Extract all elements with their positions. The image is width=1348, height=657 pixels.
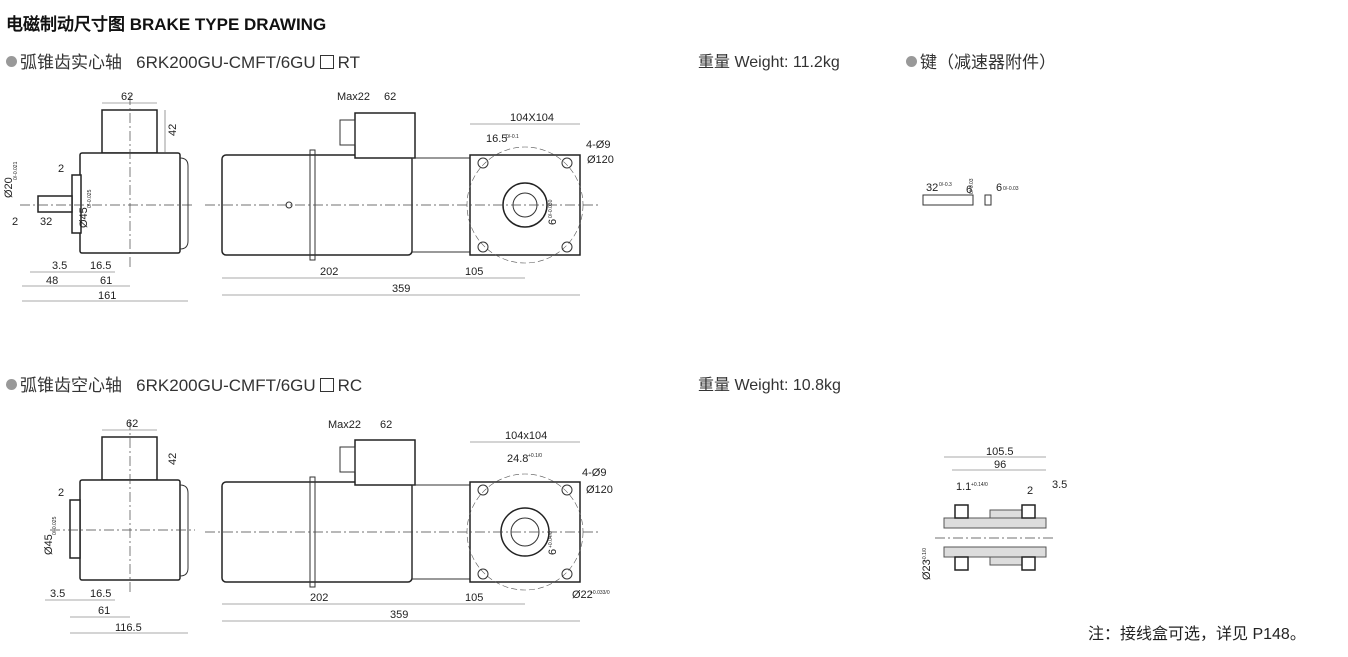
dim-label: 105 xyxy=(465,592,483,604)
weight-label: 重量 xyxy=(698,377,731,394)
dim-label: 42 xyxy=(167,453,179,465)
model-suffix: RT xyxy=(337,53,361,72)
dim-label: 42 xyxy=(167,124,179,136)
checkbox-square-icon xyxy=(319,55,334,69)
dim-label: 104x104 xyxy=(505,430,547,442)
dim-label: 3.5 xyxy=(1052,479,1067,491)
key-heading: 键（减速器附件） xyxy=(906,48,1056,73)
bullet-icon xyxy=(906,56,917,67)
checkbox-square-icon xyxy=(319,378,334,392)
dim-label: 2 xyxy=(12,216,18,228)
tolerance-label: +0.14/0 xyxy=(971,482,988,488)
key-label: 键（减速器附件） xyxy=(920,53,1056,72)
dim-label: 62 xyxy=(126,418,138,430)
side-view-solid: 62 42 Ø20 0/-0.021 2 2 32 Ø45 0/-0.025 3… xyxy=(3,91,195,302)
weight-value: Weight: 10.8kg xyxy=(734,377,841,394)
section-heading-hollow: 弧锥齿空心轴 6RK200GU-CMFT/6GU RC xyxy=(6,371,362,396)
bullet-icon xyxy=(6,379,17,390)
tolerance-label: 0/-0.021 xyxy=(13,161,19,180)
dim-label: 116.5 xyxy=(115,622,142,634)
tolerance-label: 0/-0.025 xyxy=(87,189,93,208)
tolerance-label: 0/-0.03 xyxy=(1003,186,1019,192)
dim-label: 6 xyxy=(547,219,559,225)
dim-label: Ø22 xyxy=(572,589,593,601)
dim-label: 96 xyxy=(994,459,1006,471)
dim-label: 32 xyxy=(926,182,938,194)
weight-label: 重量 xyxy=(698,54,731,71)
bullet-icon xyxy=(6,56,17,67)
model-suffix: RC xyxy=(337,376,363,395)
dim-label: 6 xyxy=(996,182,1002,194)
section-name: 弧锥齿空心轴 xyxy=(20,376,122,395)
dim-label: Ø45 xyxy=(78,207,90,228)
dim-label: 105 xyxy=(465,266,483,278)
dim-label: 2 xyxy=(1027,485,1033,497)
dim-label: 3.5 xyxy=(52,260,67,272)
dim-label: 104X104 xyxy=(510,112,554,124)
dim-label: Ø120 xyxy=(586,484,613,496)
dim-label: Ø23 xyxy=(921,559,933,580)
tolerance-label: 0/-0.03 xyxy=(969,178,975,194)
dim-label: 62 xyxy=(384,91,396,103)
dim-label: 202 xyxy=(310,592,328,604)
dim-label: Max22 xyxy=(328,419,361,431)
section-name: 弧锥齿实心轴 xyxy=(20,53,122,72)
dim-label: 2 xyxy=(58,487,64,499)
dim-label: 62 xyxy=(121,91,133,103)
dim-label: Ø20 xyxy=(3,177,15,198)
dim-label: Max22 xyxy=(337,91,370,103)
dim-label: 161 xyxy=(98,290,116,302)
dim-label: Ø120 xyxy=(587,154,614,166)
dim-label: 62 xyxy=(380,419,392,431)
tolerance-label: +0.04/0 xyxy=(548,531,554,548)
dim-label: 2 xyxy=(58,163,64,175)
dim-label: 48 xyxy=(46,275,58,287)
dim-label: 1.1 xyxy=(956,481,971,493)
side-view-hollow: 62 42 2 Ø45 0/-0.025 3.5 16.5 61 116.5 xyxy=(43,418,195,634)
dim-label: Ø45 xyxy=(43,534,55,555)
tolerance-label: 0/-0.025 xyxy=(52,516,58,535)
dim-label: 3.5 xyxy=(50,588,65,600)
tolerance-label: +0.033/0 xyxy=(590,590,610,596)
tolerance-label: 0/-0.3 xyxy=(939,182,952,188)
weight-solid: 重量 Weight: 11.2kg xyxy=(698,48,840,72)
dim-label: 4-Ø9 xyxy=(586,139,610,151)
dim-label: 61 xyxy=(98,605,110,617)
dim-label: 359 xyxy=(390,609,408,621)
dim-label: 202 xyxy=(320,266,338,278)
dim-label: 4-Ø9 xyxy=(582,467,606,479)
model-number: 6RK200GU-CMFT/6GU xyxy=(136,53,316,72)
dim-label: 16.5 xyxy=(90,260,111,272)
dim-label: 105.5 xyxy=(986,446,1014,458)
footnote: 注：接线盒可选，详见 P148。 xyxy=(1088,626,1306,643)
hollow-shaft-section: 105.5 96 1.1 +0.14/0 2 3.5 Ø23 +0.1/0 xyxy=(921,446,1067,580)
dim-label: 16.5 xyxy=(486,133,507,145)
front-view-hollow: Max22 62 104x104 24.8 +0.1/0 4-Ø9 Ø120 6… xyxy=(205,419,613,622)
tolerance-label: +0.1/0 xyxy=(922,548,928,562)
model-number: 6RK200GU-CMFT/6GU xyxy=(136,376,316,395)
dim-label: 24.8 xyxy=(507,453,528,465)
section-heading-solid: 弧锥齿实心轴 6RK200GU-CMFT/6GU RT xyxy=(6,48,360,73)
tolerance-label: +0.1/0 xyxy=(528,453,542,459)
dim-label: 32 xyxy=(40,216,52,228)
weight-value: Weight: 11.2kg xyxy=(734,54,840,71)
tolerance-label: 0/-0.1 xyxy=(506,134,519,140)
dim-label: 16.5 xyxy=(90,588,111,600)
dim-label: 6 xyxy=(966,184,972,196)
page-title: 电磁制动尺寸图 BRAKE TYPE DRAWING xyxy=(6,15,327,34)
front-view-solid: Max22 62 104X104 16.5 0/-0.1 4-Ø9 Ø120 6… xyxy=(205,91,614,296)
weight-hollow: 重量 Weight: 10.8kg xyxy=(698,371,841,395)
dim-label: 61 xyxy=(100,275,112,287)
key-drawing: 32 0/-0.3 6 0/-0.03 6 0/-0.03 xyxy=(922,178,1019,206)
dim-label: 6 xyxy=(547,549,559,555)
tolerance-label: 0/-0.030 xyxy=(548,199,554,218)
dim-label: 359 xyxy=(392,283,410,295)
